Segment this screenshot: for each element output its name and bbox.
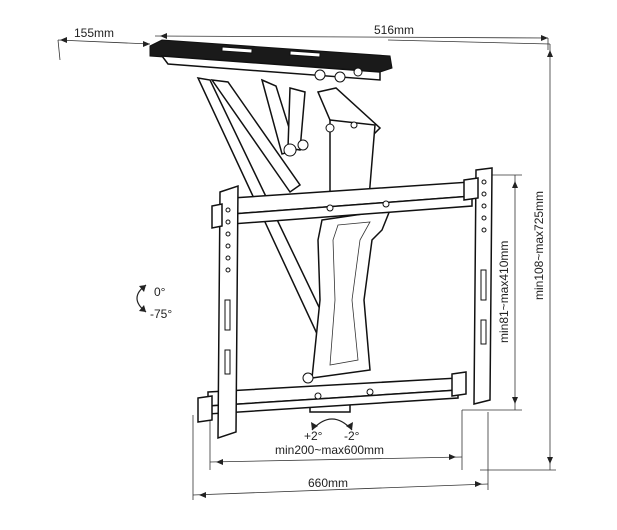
- dimension-label-155: 155mm: [74, 26, 114, 40]
- level-label-minus: -2°: [344, 429, 360, 443]
- left-vesa-arm: [197, 184, 239, 440]
- dimension-label-410: min81~max410mm: [497, 241, 511, 343]
- right-vesa-arm: [451, 167, 493, 405]
- dimension-label-660: 660mm: [308, 476, 348, 490]
- dimension-516mm: [154, 33, 549, 50]
- dimension-155mm: [57, 37, 151, 61]
- dimension-overall-width: [192, 412, 489, 500]
- tilt-label-75: -75°: [150, 307, 172, 321]
- tilt-label-0: 0°: [154, 285, 166, 299]
- tilt-rotation-arrow: [136, 284, 147, 313]
- dimension-label-600: min200~max600mm: [275, 443, 384, 457]
- dimension-overall-height: [387, 39, 556, 471]
- dimension-vesa-vertical: [462, 174, 522, 411]
- level-rotation-arrow: [311, 418, 353, 431]
- ceiling-plate: [149, 39, 393, 83]
- dimension-label-516: 516mm: [374, 23, 414, 37]
- level-label-plus: +2°: [304, 429, 323, 443]
- dimension-label-725: min108~max725mm: [532, 191, 546, 300]
